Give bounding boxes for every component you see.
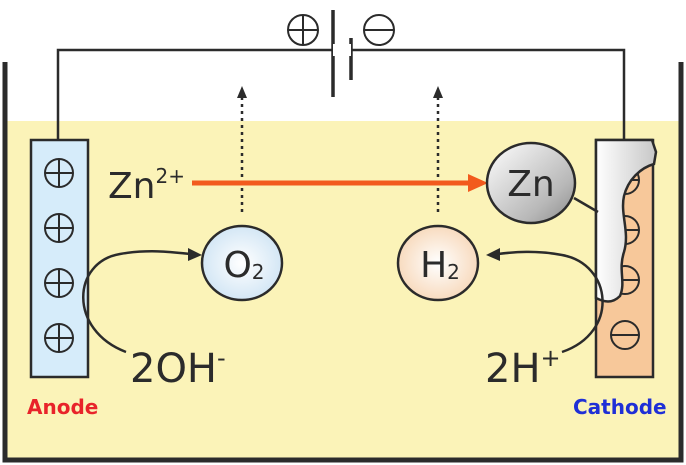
hydrogen-subscript: 2 xyxy=(447,260,460,284)
zinc-plating xyxy=(594,138,658,303)
anode-signs xyxy=(44,158,74,353)
plus-sign-icon xyxy=(44,213,74,243)
oxygen-subscript: 2 xyxy=(252,260,265,284)
battery xyxy=(331,10,353,97)
hydrogen-bubble: H2 xyxy=(396,224,480,302)
zinc-migration-arrow xyxy=(192,174,488,192)
hydroxide-arrow xyxy=(82,250,191,354)
negative-terminal-icon xyxy=(363,14,395,46)
oxygen-rise-arrow xyxy=(237,86,247,212)
deposit-pointer xyxy=(573,196,599,214)
plus-sign-icon xyxy=(44,268,74,298)
plus-sign-icon xyxy=(44,323,74,353)
circuit-wire xyxy=(56,48,626,140)
minus-sign-icon xyxy=(610,320,640,350)
oxygen-symbol: O xyxy=(223,245,251,286)
hydrogen-ion-label: 2H+ xyxy=(485,344,561,392)
hydrogen-symbol: H xyxy=(420,245,447,286)
positive-terminal-icon xyxy=(287,14,319,46)
oxygen-bubble: O2 xyxy=(200,224,284,302)
cathode-label: Cathode xyxy=(573,395,667,419)
hydrogen-ion-arrowhead-icon xyxy=(486,248,500,261)
zinc-atom: Zn xyxy=(485,141,577,225)
zinc-atom-label: Zn xyxy=(507,164,554,205)
svg-text:O2: O2 xyxy=(223,245,264,286)
svg-text:H2: H2 xyxy=(420,245,460,286)
tank xyxy=(2,62,684,463)
anode-label: Anode xyxy=(27,395,98,419)
hydroxide-label: 2OH- xyxy=(130,344,226,392)
zinc-ion-label: Zn2+ xyxy=(108,164,185,207)
hydrogen-rise-arrow xyxy=(433,86,443,212)
plus-sign-icon xyxy=(44,158,74,188)
hydroxide-arrowhead-icon xyxy=(188,248,202,261)
hydrogen-ion-arrow xyxy=(497,250,604,354)
